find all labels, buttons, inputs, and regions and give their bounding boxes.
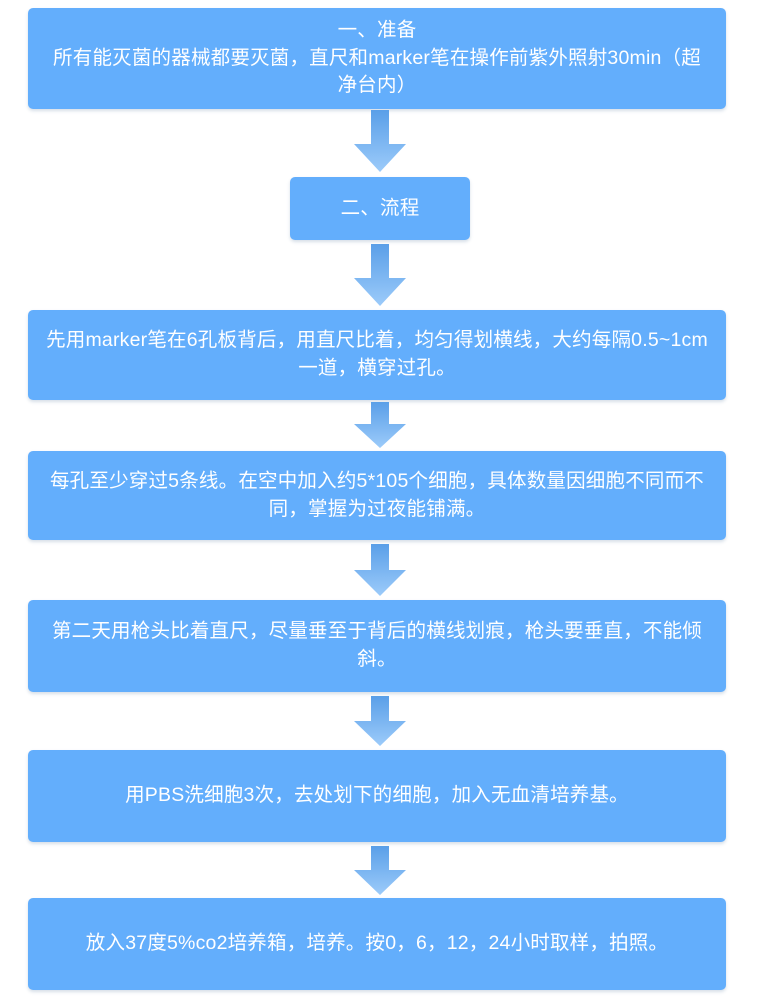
flow-node-step1[interactable]: 先用marker笔在6孔板背后，用直尺比着，均匀得划横线，大约每隔0.5~1cm… [28,310,726,400]
flow-node-step4[interactable]: 用PBS洗细胞3次，去处划下的细胞，加入无血清培养基。 [28,750,726,842]
flow-node-prepare-label: 一、准备 所有能灭菌的器械都要灭菌，直尺和marker笔在操作前紫外照射30mi… [53,18,701,97]
flow-node-step1-label: 先用marker笔在6孔板背后，用直尺比着，均匀得划横线，大约每隔0.5~1cm… [46,329,708,379]
arrow-down-icon-5 [354,696,406,746]
flow-node-process-title[interactable]: 二、流程 [290,177,470,240]
flow-node-step3-label: 第二天用枪头比着直尺，尽量垂至于背后的横线划痕，枪头要垂直，不能倾斜。 [51,620,703,670]
arrow-down-icon-2 [354,244,406,306]
flow-node-step2-label: 每孔至少穿过5条线。在空中加入约5*105个细胞，具体数量因细胞不同而不同，掌握… [49,469,704,520]
flow-node-step5[interactable]: 放入37度5%co2培养箱，培养。按0，6，12，24小时取样，拍照。 [28,898,726,990]
arrow-down-icon-6 [354,846,406,895]
arrow-down-icon-3 [354,402,406,448]
flow-node-step2[interactable]: 每孔至少穿过5条线。在空中加入约5*105个细胞，具体数量因细胞不同而不同，掌握… [28,451,726,540]
flow-node-step4-label: 用PBS洗细胞3次，去处划下的细胞，加入无血清培养基。 [125,784,629,807]
arrow-down-icon-1 [354,110,406,172]
flow-node-step5-label: 放入37度5%co2培养箱，培养。按0，6，12，24小时取样，拍照。 [85,932,669,955]
flow-node-process-title-label: 二、流程 [340,196,420,219]
arrow-down-icon-4 [354,544,406,596]
flow-node-step3[interactable]: 第二天用枪头比着直尺，尽量垂至于背后的横线划痕，枪头要垂直，不能倾斜。 [28,600,726,692]
flow-node-prepare[interactable]: 一、准备 所有能灭菌的器械都要灭菌，直尺和marker笔在操作前紫外照射30mi… [28,8,726,109]
